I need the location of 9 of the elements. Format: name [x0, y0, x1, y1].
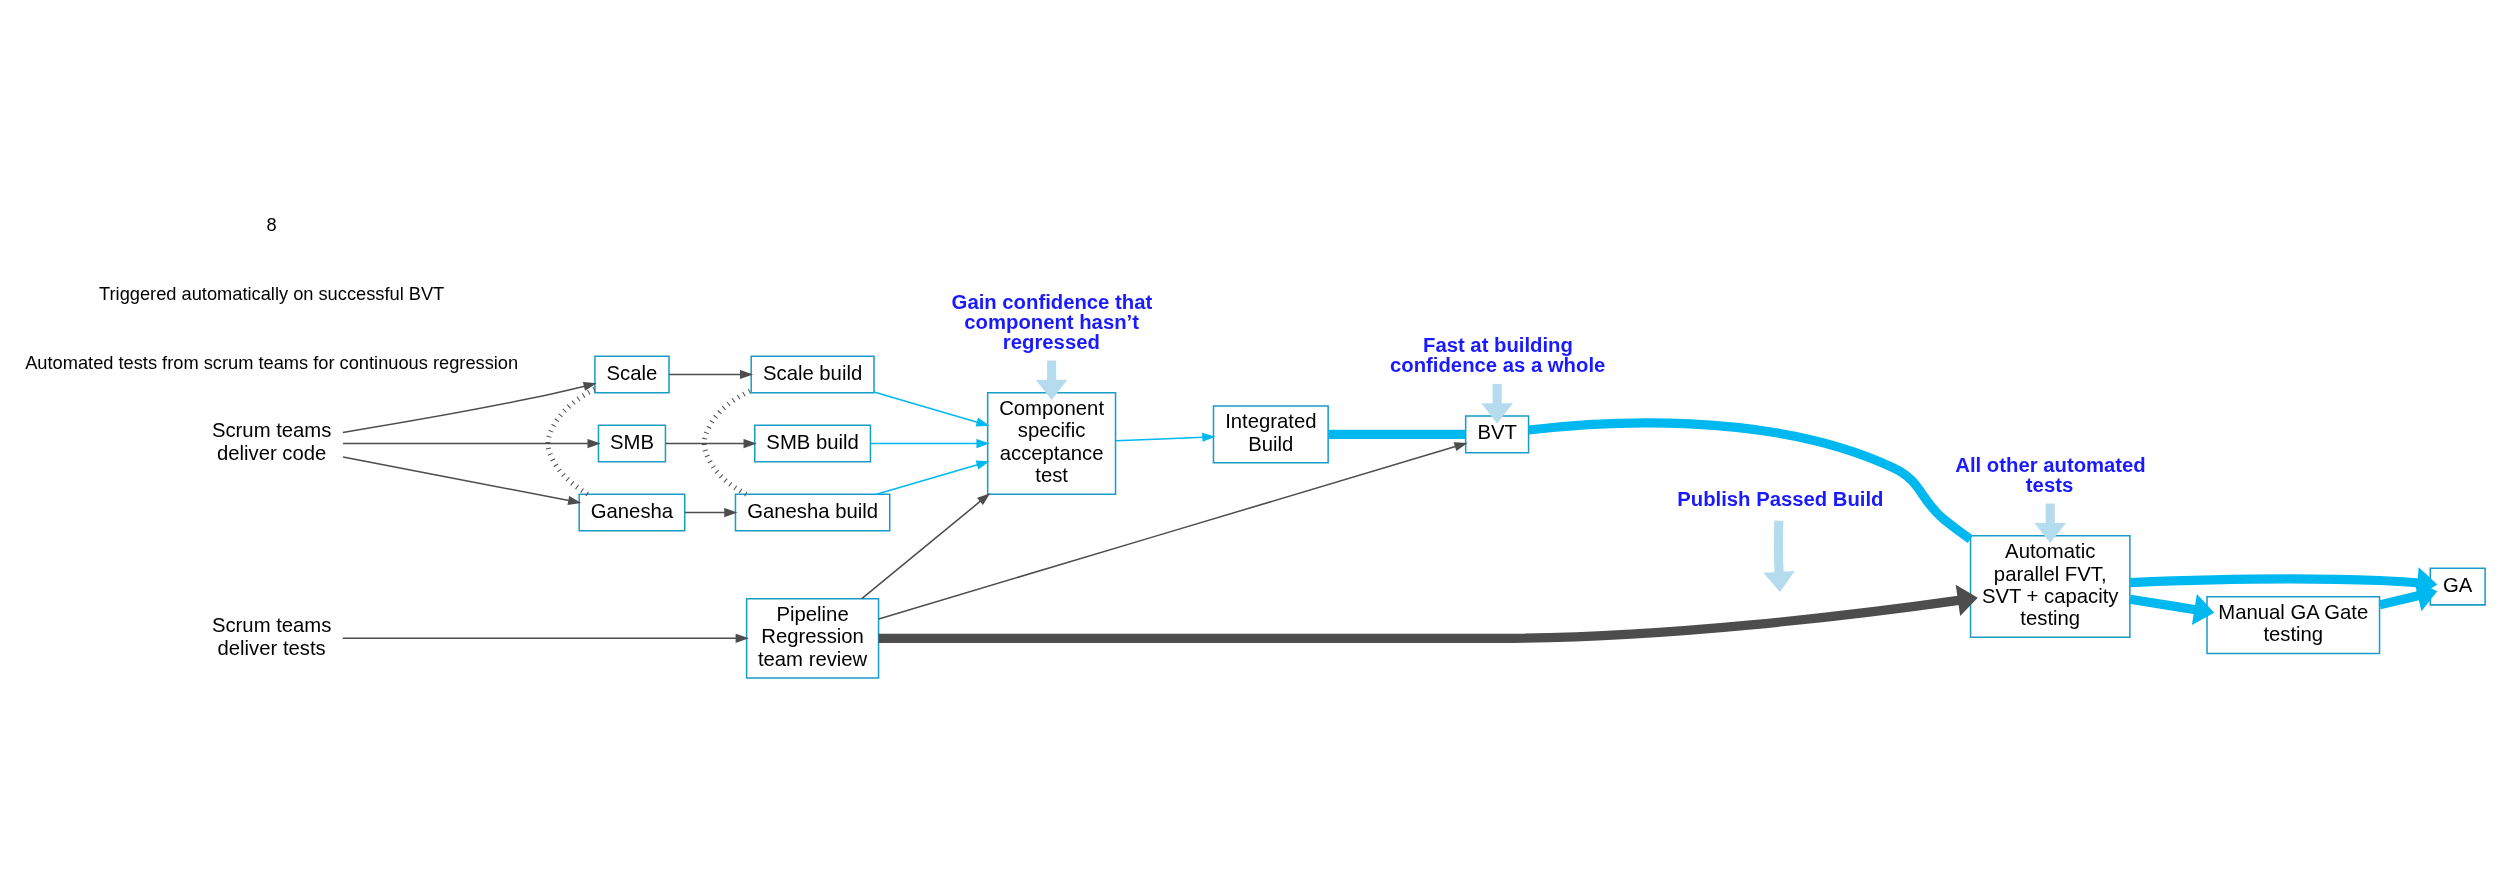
node-text: All other automated tests	[1954, 453, 2146, 496]
label: Automated tests from scrum teams for continuous regression	[24, 351, 518, 373]
label: 8	[266, 213, 277, 235]
node-text: Scrum teams deliver tests	[211, 613, 331, 659]
node-text: Scrum teams deliver code	[211, 418, 331, 464]
node-text: Gain confidence that component hasn’t regressed	[951, 290, 1152, 353]
node-text: Publish Passed Build	[1676, 487, 1884, 510]
label: Triggered automatically on successful BVT	[98, 282, 444, 304]
node-text: Fast at building confidence as a whole	[1389, 333, 1605, 376]
